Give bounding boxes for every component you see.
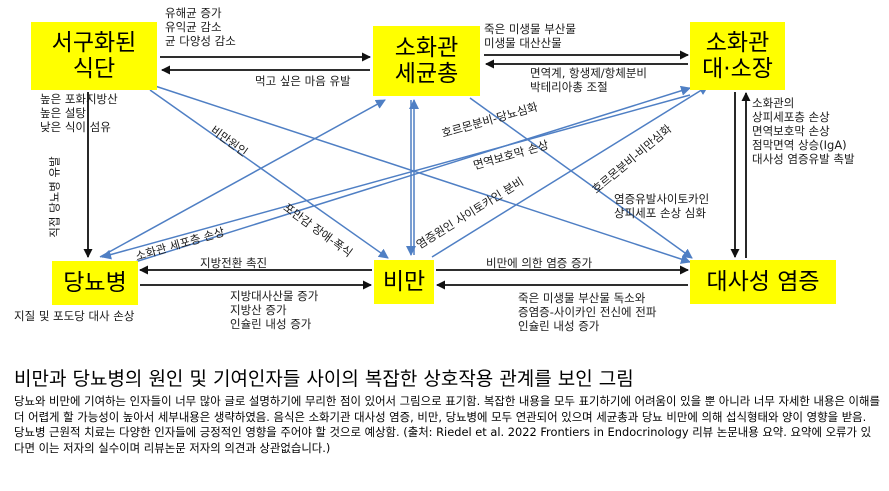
node-gut-small-large: 소화관 대·소장 <box>690 22 785 90</box>
caption-title: 비만과 당뇨병의 원인 및 기여인자들 사이의 복잡한 상호작용 관계를 보인 … <box>14 368 634 390</box>
node-diabetes: 당뇨병 <box>52 261 138 305</box>
node-metabolic-inflammation: 대사성 염증 <box>690 260 836 304</box>
arrow-obesity-to-gut <box>431 85 709 258</box>
label-gut-to-microbiota: 면역계, 항생제/항체분비 박테리아총 조절 <box>530 66 647 94</box>
label-inflammation-to-obesity: 죽은 미생물 부산물 독소와 증염증-사이카인 전신에 전파 인슐린 내성 증가 <box>518 291 657 333</box>
arrow-diabetes-to-microbiota <box>99 99 386 258</box>
caption-body: 당뇨와 비만에 기여하는 인자들이 너무 많아 글로 설명하기에 무리한 점이 … <box>14 394 880 455</box>
label-diet-below: 높은 포화지방산 높은 설탕 낮은 식이 섬유 <box>40 92 118 134</box>
label-microbiota-to-gut: 죽은 미생물 부산물 미생물 대산산물 <box>484 22 576 50</box>
label-microbiota-to-diet: 먹고 싶은 마음 유발 <box>255 74 351 88</box>
label-diabetes-to-obesity: 지방대사산물 증가 지방산 증가 인슐린 내성 증가 <box>230 289 319 331</box>
arrow-microbiota-to-inflammation <box>469 97 693 259</box>
arrow-gut-to-diabetes-damage <box>101 94 691 260</box>
arrow-diet-to-inflammation <box>151 84 691 264</box>
node-gut-microbiota: 소화관 세균총 <box>373 26 480 96</box>
label-obesity-to-inflammation: 비만에 의한 염증 증가 <box>486 256 593 270</box>
label-diet-to-diabetes: 직접 당뇨병 유발 <box>47 156 62 238</box>
label-diabetes-below: 지질 및 포도당 대사 손상 <box>14 309 135 323</box>
label-gut-right: 소화관의 상피세포층 손상 면역보호막 손상 점막면역 상승(IgA) 대사성 … <box>752 96 855 166</box>
arrow-diabetes-to-gut <box>134 85 691 263</box>
label-diet-to-microbiota: 유해균 증가 유익균 감소 균 다양성 감소 <box>165 6 236 48</box>
node-western-diet: 서구화된 식단 <box>31 22 157 90</box>
arrow-diet-to-obesity <box>149 89 389 259</box>
label-cytokine-epithelium: 염증유발사이토카인 상피세포 손상 심화 <box>614 192 710 220</box>
node-obesity: 비만 <box>374 260 434 304</box>
label-obesity-to-diabetes: 지방전환 촉진 <box>200 256 268 270</box>
